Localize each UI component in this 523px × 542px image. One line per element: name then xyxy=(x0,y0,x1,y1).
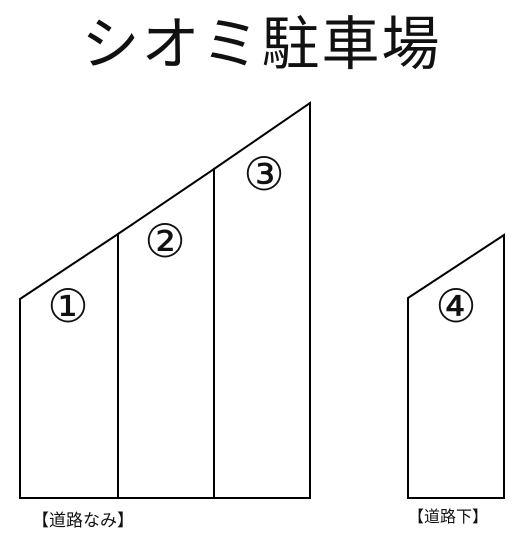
parking-space-1 xyxy=(19,232,119,499)
space-number-3: ③ xyxy=(243,147,284,201)
space-number-2: ② xyxy=(144,214,185,268)
group-label-right: 【道路下】 xyxy=(408,507,489,526)
page-title: シオミ駐車場 xyxy=(81,10,442,78)
space-number-4: ④ xyxy=(435,279,476,333)
parking-space-3 xyxy=(213,101,311,499)
group-label-left: 【道路なみ】 xyxy=(32,511,134,531)
parking-space-4 xyxy=(407,233,505,499)
space-number-1: ① xyxy=(47,279,88,333)
